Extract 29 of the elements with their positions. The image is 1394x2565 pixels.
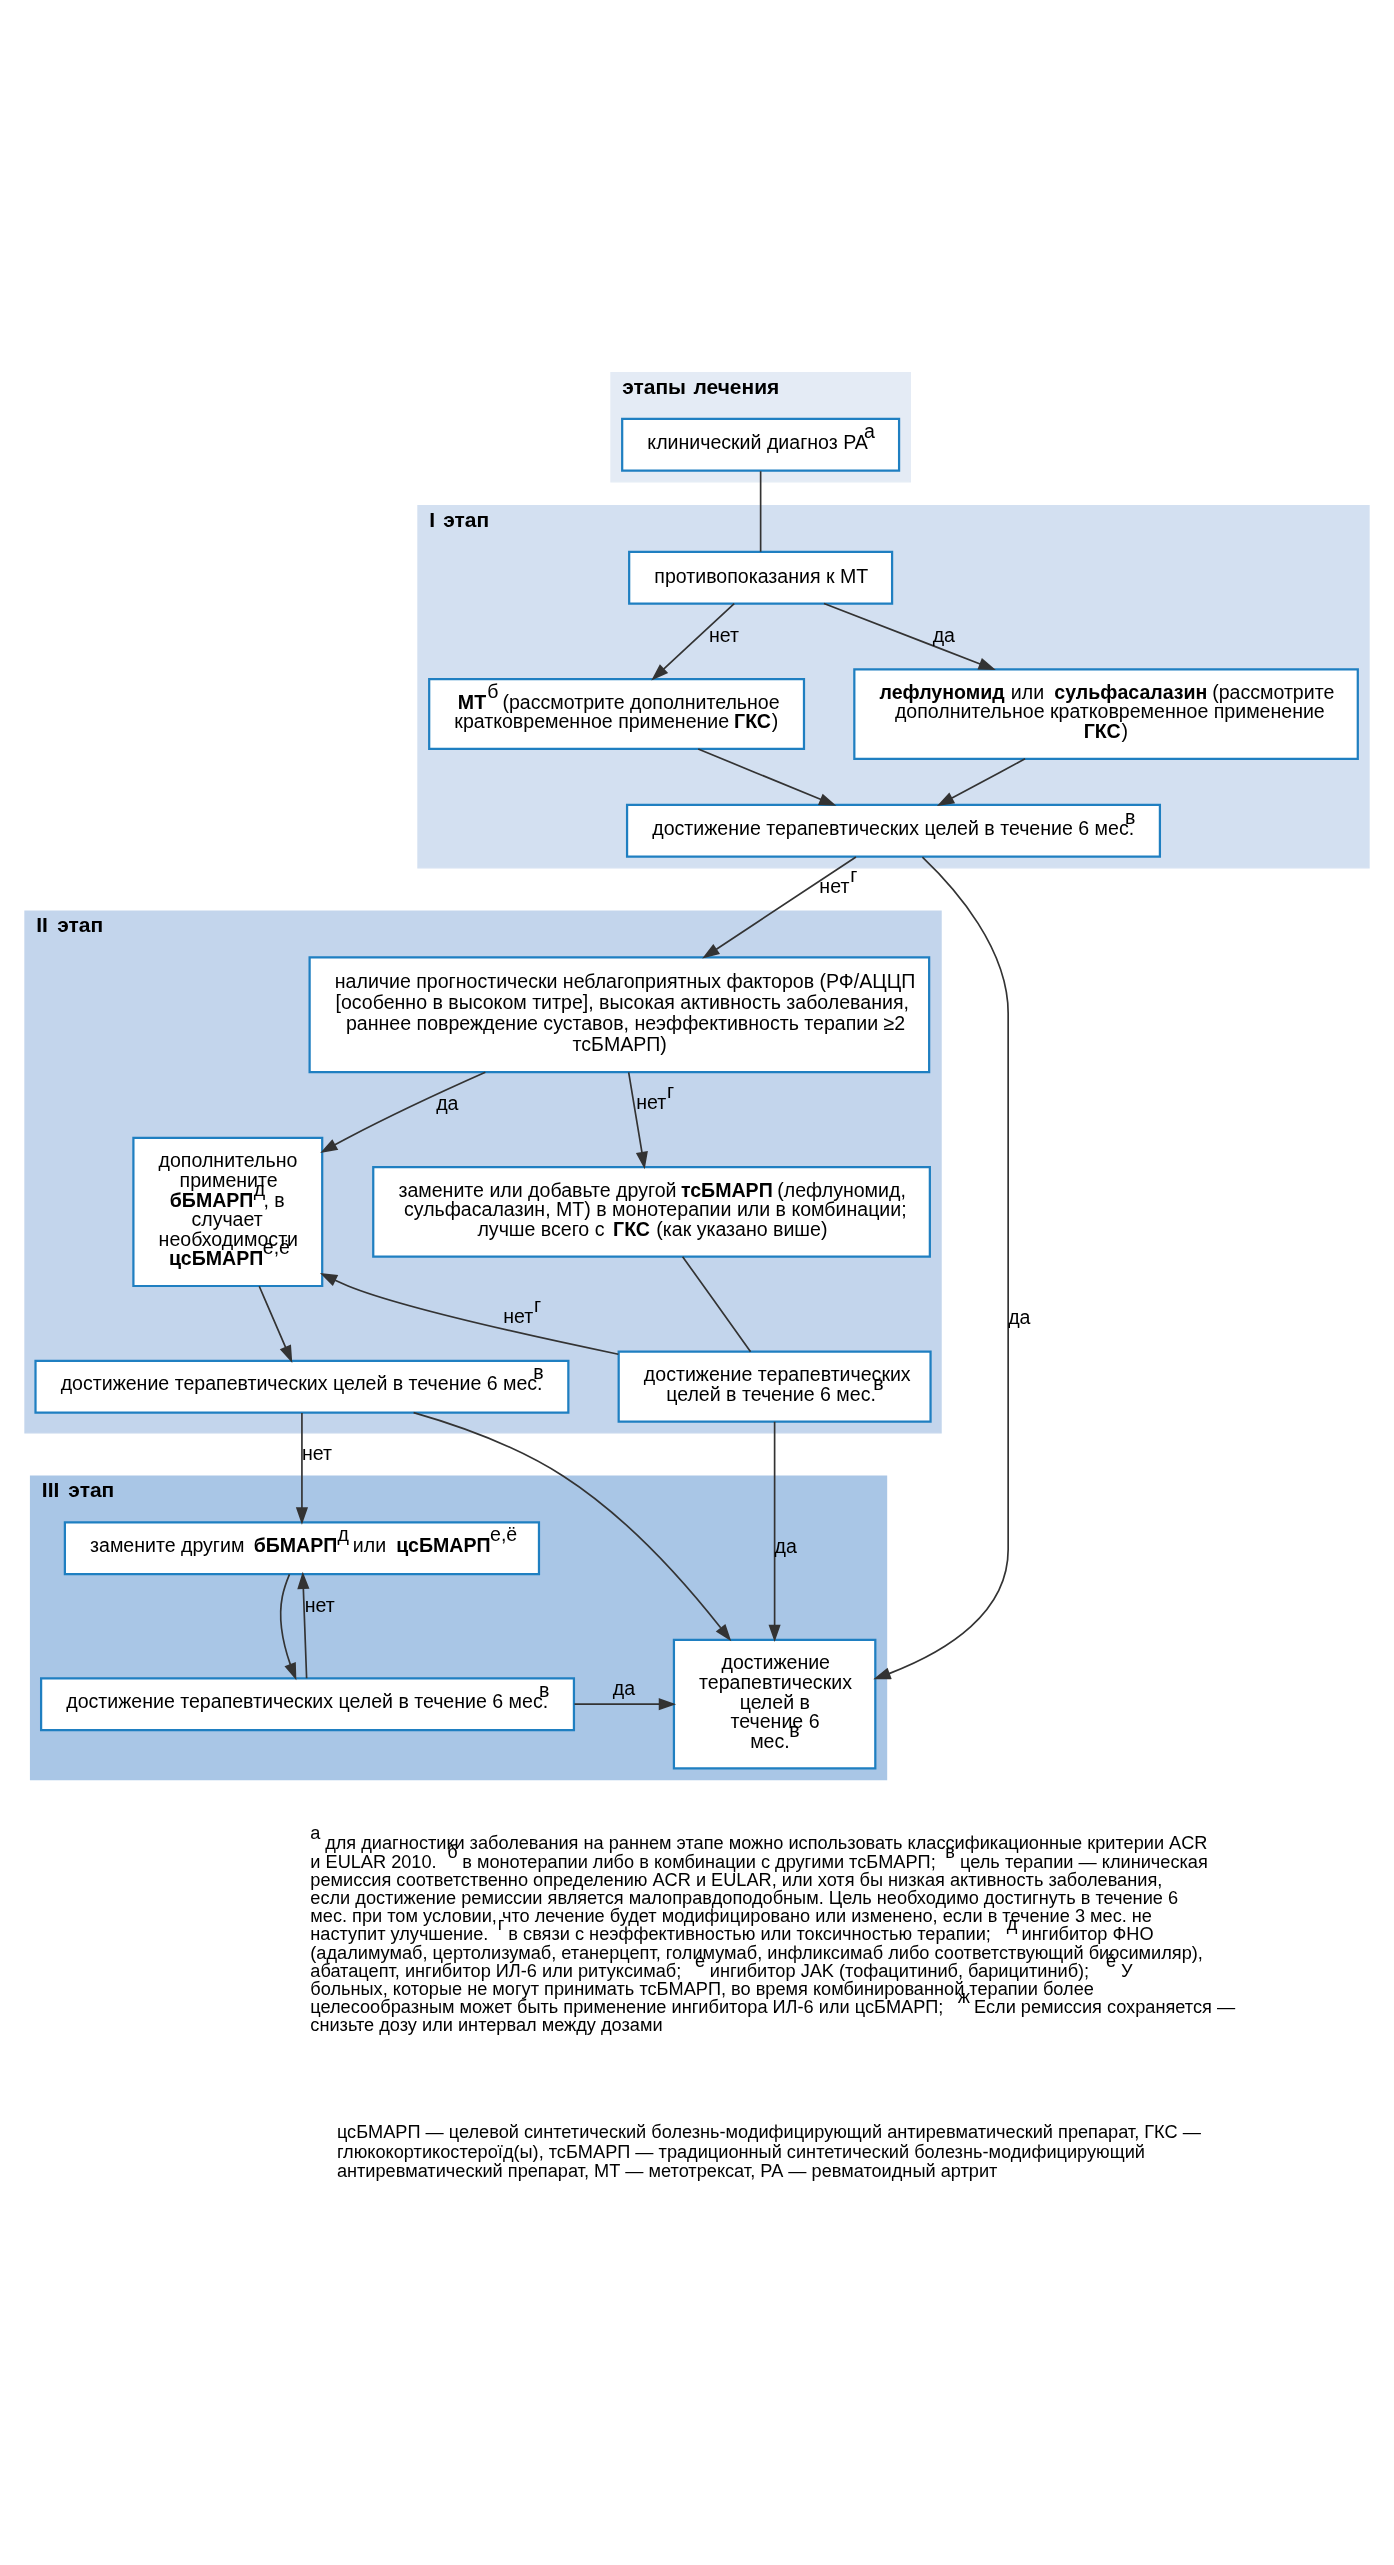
node-box: замените или добавьте другой тсБМАРП (лефлуномид, сульфасалазин, МТ) в монотерапии или в комбинации; лучше всего с ГКС (как указано више) <box>372 1166 931 1258</box>
arrow <box>319 1272 620 1356</box>
arrow <box>258 1285 293 1363</box>
edge-label: нет <box>708 623 739 646</box>
arrow <box>823 602 996 670</box>
edge-label: нет <box>301 1441 332 1464</box>
edge-label: да <box>932 623 955 646</box>
arrow <box>768 1420 781 1643</box>
edge-label: да <box>612 1676 636 1699</box>
arrow <box>936 758 1026 807</box>
connector <box>759 470 762 553</box>
arrow <box>702 856 857 959</box>
node-box: противопоказания к МТ <box>628 550 894 605</box>
arrow <box>697 748 837 806</box>
node-box: наличие прогностически неблагоприятных факторов (РФ/АЦЦП [особенно в высоком титре], высокая активность заболевания, раннее повреждение суставов, неэффективность терапии ≥2 тсБМАРП) <box>308 956 931 1074</box>
arrow <box>320 1071 487 1154</box>
arrow <box>279 1573 297 1681</box>
label: цсБМАРП — целевой синтетический болезнь-модифицирующий антиревматический препарат, ГКС — глюкокортикостероїд(ы), тсБМАРП — традиционный синтетический болезнь-модифицирующий антиревматический препарат, МТ — метотрексат, РА — ревматоидный артрит <box>336 2122 1201 2182</box>
arrow <box>627 1071 648 1170</box>
arrow <box>873 856 1009 1680</box>
node-box: лефлуномид или сульфасалазин (рассмотрите дополнительное кратковременное применение ГКС) <box>853 668 1359 760</box>
edge-label: нет <box>304 1594 335 1617</box>
arrow <box>651 602 736 681</box>
arrow <box>573 1698 677 1711</box>
connector <box>681 1255 752 1353</box>
arrow <box>412 1411 732 1642</box>
arrow <box>297 1571 310 1680</box>
edge-label: да <box>436 1092 459 1115</box>
arrow <box>295 1412 308 1525</box>
